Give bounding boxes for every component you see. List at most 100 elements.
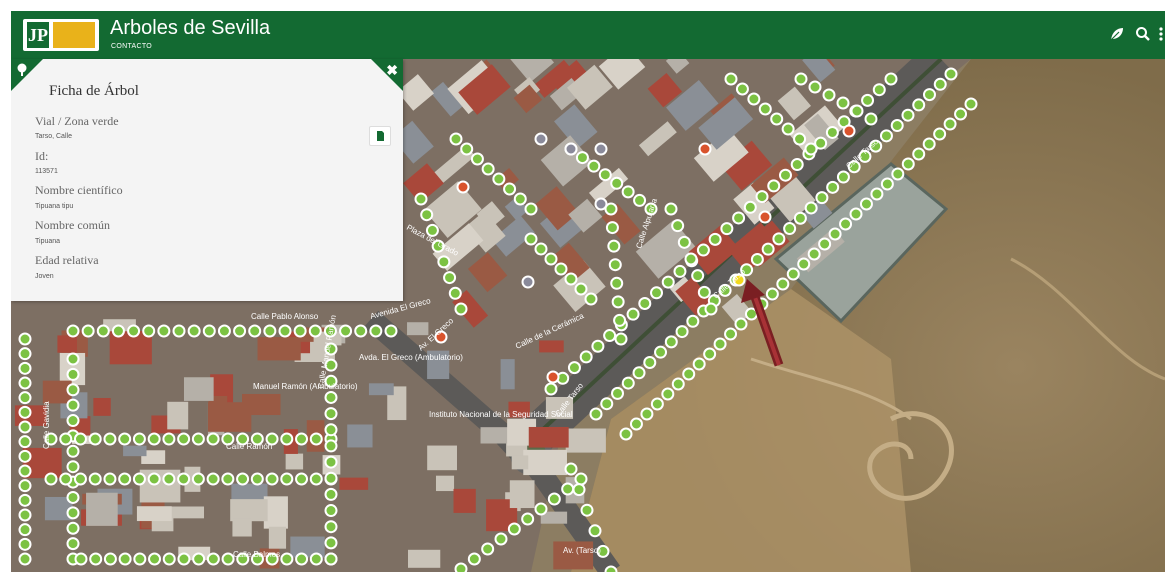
tree-marker[interactable] (118, 472, 132, 486)
tree-marker[interactable] (600, 397, 614, 411)
tree-marker[interactable] (758, 102, 772, 116)
tree-marker[interactable] (776, 277, 790, 291)
tree-marker[interactable] (750, 252, 764, 266)
tree-marker[interactable] (861, 93, 875, 107)
tree-marker[interactable] (740, 263, 754, 277)
tree-marker[interactable] (103, 432, 117, 446)
tree-marker[interactable] (127, 324, 141, 338)
tree-marker[interactable] (18, 391, 32, 405)
tree-marker[interactable] (73, 432, 87, 446)
tree-marker[interactable] (772, 232, 786, 246)
tree-marker[interactable] (59, 432, 73, 446)
close-panel-button[interactable]: ✖ (386, 62, 398, 78)
tree-marker[interactable] (778, 168, 792, 182)
contact-link[interactable]: CONTACTO (111, 43, 153, 50)
tree-marker[interactable] (564, 462, 578, 476)
tree-marker[interactable] (324, 423, 338, 437)
tree-marker[interactable] (619, 427, 633, 441)
tree-marker[interactable] (671, 219, 685, 233)
tree-marker[interactable] (295, 552, 309, 566)
tree-marker[interactable] (250, 432, 264, 446)
tree-marker[interactable] (103, 472, 117, 486)
tree-marker-dead[interactable] (758, 210, 772, 224)
tree-marker[interactable] (603, 329, 617, 343)
tree-marker[interactable] (591, 339, 605, 353)
tree-marker[interactable] (324, 439, 338, 453)
tree-marker[interactable] (280, 552, 294, 566)
tree-marker[interactable] (964, 97, 978, 111)
tree-marker[interactable] (574, 472, 588, 486)
tree-marker[interactable] (236, 552, 250, 566)
tree-marker[interactable] (206, 432, 220, 446)
tree-marker[interactable] (621, 185, 635, 199)
tree-marker[interactable] (66, 324, 80, 338)
tree-marker[interactable] (589, 407, 603, 421)
tree-marker-empty[interactable] (594, 142, 608, 156)
tree-marker[interactable] (794, 72, 808, 86)
tree-marker[interactable] (369, 324, 383, 338)
tree-marker[interactable] (295, 472, 309, 486)
tree-marker[interactable] (891, 167, 905, 181)
tree-marker[interactable] (664, 335, 678, 349)
tree-marker[interactable] (206, 552, 220, 566)
tree-marker[interactable] (579, 350, 593, 364)
tree-marker[interactable] (324, 520, 338, 534)
tree-marker[interactable] (172, 324, 186, 338)
tree-marker[interactable] (650, 397, 664, 411)
tree-marker[interactable] (901, 157, 915, 171)
tree-marker[interactable] (66, 490, 80, 504)
tree-marker[interactable] (250, 472, 264, 486)
tree-marker[interactable] (494, 532, 508, 546)
tree-marker[interactable] (18, 449, 32, 463)
tree-marker[interactable] (944, 67, 958, 81)
tree-marker[interactable] (793, 211, 807, 225)
tree-marker[interactable] (720, 222, 734, 236)
tree-marker[interactable] (629, 417, 643, 431)
tree-marker[interactable] (513, 192, 527, 206)
tree-marker[interactable] (644, 202, 658, 216)
tree-marker[interactable] (912, 98, 926, 112)
tree-marker[interactable] (293, 324, 307, 338)
menu-icon[interactable] (1158, 26, 1164, 42)
tree-marker[interactable] (554, 262, 568, 276)
tree-marker[interactable] (18, 405, 32, 419)
tree-marker[interactable] (354, 324, 368, 338)
tree-marker[interactable] (454, 562, 468, 572)
tree-marker[interactable] (324, 504, 338, 518)
tree-marker[interactable] (870, 187, 884, 201)
tree-marker[interactable] (703, 347, 717, 361)
tree-marker[interactable] (839, 217, 853, 231)
tree-marker[interactable] (534, 502, 548, 516)
document-button[interactable] (369, 126, 391, 146)
tree-marker[interactable] (18, 464, 32, 478)
tree-marker[interactable] (103, 552, 117, 566)
tree-marker[interactable] (309, 552, 323, 566)
tree-marker[interactable] (718, 283, 732, 297)
tree-marker[interactable] (684, 252, 698, 266)
tree-marker[interactable] (640, 407, 654, 421)
tree-marker[interactable] (162, 472, 176, 486)
tree-marker[interactable] (324, 342, 338, 356)
tree-marker[interactable] (133, 552, 147, 566)
tree-marker[interactable] (81, 324, 95, 338)
tree-marker[interactable] (626, 307, 640, 321)
tree-marker[interactable] (677, 235, 691, 249)
tree-marker[interactable] (89, 552, 103, 566)
tree-marker[interactable] (524, 202, 538, 216)
tree-marker[interactable] (18, 508, 32, 522)
tree-marker[interactable] (598, 168, 612, 182)
tree-marker[interactable] (162, 552, 176, 566)
tree-marker[interactable] (192, 552, 206, 566)
tree-marker[interactable] (850, 104, 864, 118)
tree-marker[interactable] (933, 77, 947, 91)
tree-marker[interactable] (191, 472, 205, 486)
tree-marker[interactable] (66, 352, 80, 366)
tree-marker[interactable] (454, 302, 468, 316)
tree-marker[interactable] (431, 239, 445, 253)
tree-marker[interactable] (922, 88, 936, 102)
tree-marker[interactable] (765, 287, 779, 301)
tree-marker[interactable] (611, 386, 625, 400)
tree-marker[interactable] (157, 324, 171, 338)
tree-marker[interactable] (836, 96, 850, 110)
tree-marker[interactable] (66, 414, 80, 428)
